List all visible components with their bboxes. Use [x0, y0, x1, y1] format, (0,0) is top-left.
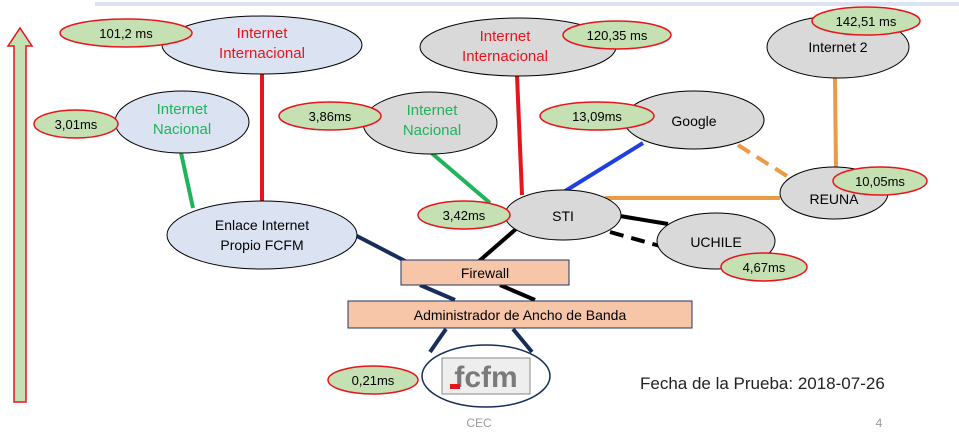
node-label: Internet [157, 101, 209, 118]
link-enlace-firewall [352, 232, 408, 264]
latency-badge: 0,21ms [327, 365, 419, 395]
latency-badge: 101,2 ms [59, 18, 193, 48]
link-sti-uchile [619, 214, 669, 226]
svg-text:0,21ms: 0,21ms [352, 373, 395, 388]
svg-text:3,86ms: 3,86ms [309, 109, 352, 124]
latency-badge: 3,01ms [33, 109, 119, 139]
node-label: Internet [407, 102, 459, 119]
node-label: REUNA [809, 191, 859, 207]
link-internet2-reuna [833, 77, 838, 171]
fcfm-logo-text: fcfm [454, 361, 517, 394]
latency-badges: 101,2 ms 3,01ms 3,86ms 120,35 ms 142,51 … [33, 6, 928, 395]
svg-text:4,67ms: 4,67ms [743, 260, 786, 275]
node-label: Google [671, 113, 716, 129]
bandwidth-manager-label: Administrador de Ancho de Banda [414, 307, 627, 323]
links [178, 72, 838, 354]
up-arrow-icon [6, 26, 34, 403]
node-label: UCHILE [690, 234, 741, 250]
latency-badge: 120,35 ms [562, 20, 672, 50]
firewall-box: Firewall [400, 259, 570, 286]
node-label: Internet [237, 25, 289, 42]
latency-badge: 3,86ms [278, 101, 382, 131]
node-enlace-fcfm: Enlace Internet Propio FCFM [166, 200, 358, 270]
link-bw-fcfm-left [428, 327, 448, 354]
node-label: Internacional [219, 45, 305, 62]
node-label: Enlace Internet [215, 217, 309, 233]
link-google-reuna [736, 143, 792, 180]
link-bw-fcfm-right [511, 327, 534, 354]
svg-text:142,51 ms: 142,51 ms [836, 14, 897, 29]
bandwidth-manager-box: Administrador de Ancho de Banda [347, 300, 693, 329]
test-date: Fecha de la Prueba: 2018-07-26 [640, 374, 885, 393]
latency-badge: 4,67ms [720, 252, 808, 282]
node-internet-internacional-left: Internet Internacional [161, 15, 363, 75]
link-firewall-bw-left [419, 283, 456, 302]
svg-text:101,2 ms: 101,2 ms [99, 26, 153, 41]
fcfm-logo-accent [450, 384, 460, 389]
node-label: STI [552, 208, 574, 224]
node-label: Propio FCFM [220, 237, 303, 253]
latency-badge: 3,42ms [417, 200, 511, 230]
latency-badge: 13,09ms [539, 101, 655, 131]
svg-text:10,05ms: 10,05ms [855, 174, 905, 189]
node-label: Nacional [153, 121, 211, 138]
link-intl-sti [515, 74, 524, 196]
node-label: Internet 2 [808, 39, 867, 55]
link-nac-enlace [178, 147, 195, 209]
link-sti-uchile-backup [609, 230, 661, 248]
node-label: Internacional [462, 48, 548, 65]
svg-text:3,01ms: 3,01ms [55, 117, 98, 132]
svg-text:13,09ms: 13,09ms [572, 109, 622, 124]
link-firewall-bw-right [499, 283, 536, 302]
link-nac-sti [426, 148, 492, 205]
node-google: Google [623, 90, 765, 150]
latency-badge: 142,51 ms [811, 6, 921, 36]
svg-text:3,42ms: 3,42ms [443, 208, 486, 223]
footer-center-label: CEC [466, 416, 492, 430]
node-label: Nacional [403, 122, 461, 139]
node-internet-nacional-mid: Internet Nacional [362, 91, 498, 155]
link-google-sti [560, 141, 645, 195]
node-fcfm: fcfm [421, 344, 551, 408]
svg-text:120,35 ms: 120,35 ms [587, 28, 648, 43]
page-number: 4 [876, 416, 883, 430]
node-label: Internet [480, 28, 532, 45]
firewall-label: Firewall [461, 265, 509, 281]
node-internet-nacional-left: Internet Nacional [114, 90, 250, 154]
latency-badge: 10,05ms [832, 166, 928, 196]
node-sti: STI [504, 189, 622, 241]
